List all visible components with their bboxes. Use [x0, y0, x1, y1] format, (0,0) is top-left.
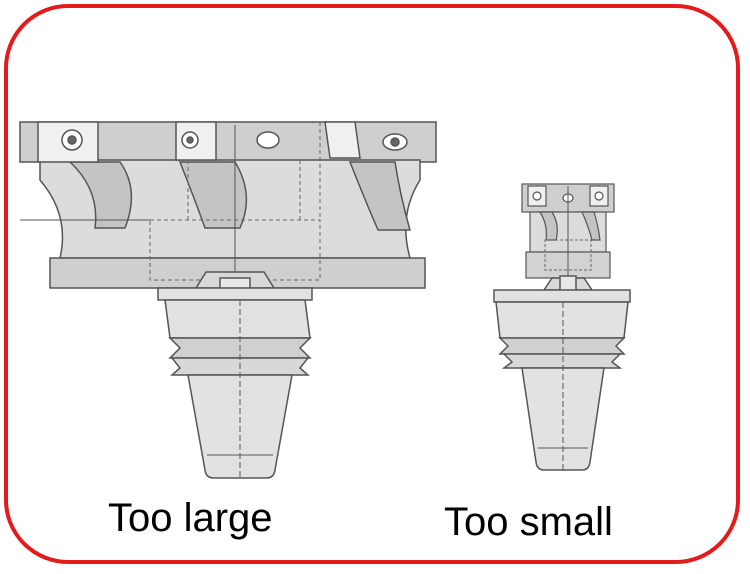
undersized-end-mill: [521, 183, 615, 279]
small-tool-holder: [493, 275, 631, 471]
too-large-label: Too large: [108, 496, 273, 540]
too-small-label: Too small: [444, 500, 613, 544]
large-tool-holder: [157, 271, 313, 479]
oversized-face-mill: [19, 121, 437, 290]
